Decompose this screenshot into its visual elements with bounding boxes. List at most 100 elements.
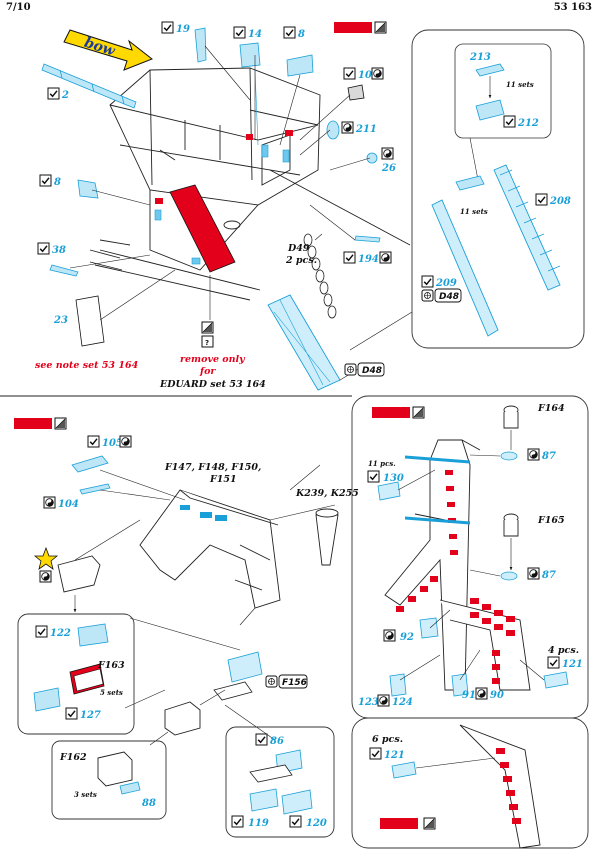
label-19: 19 xyxy=(176,24,190,35)
box-part xyxy=(164,701,201,736)
f156-tag: F156 xyxy=(265,674,308,689)
f162-box xyxy=(97,751,133,787)
label-88: 88 xyxy=(142,798,156,809)
sets-a: 11 sets xyxy=(506,80,534,89)
paint-icon xyxy=(54,417,67,430)
mast-part xyxy=(315,514,339,566)
ladder-208 xyxy=(493,164,561,291)
red-bracket-c xyxy=(246,134,253,140)
yinyang-icon-124 xyxy=(377,694,390,707)
label-8-top: 8 xyxy=(298,29,305,40)
check-icon-130 xyxy=(367,470,380,483)
pe-part-194 xyxy=(354,235,381,243)
label-209: 209 xyxy=(435,278,457,289)
note-eduard-set: EDUARD set 53 164 xyxy=(159,379,266,390)
note-for: for xyxy=(199,366,216,377)
check-icon-127 xyxy=(65,707,78,720)
label-211: 211 xyxy=(355,124,377,135)
yinyang-icon-26 xyxy=(381,147,394,160)
paint-icon xyxy=(374,21,387,34)
inset-f162-frame xyxy=(51,740,167,820)
check-icon-105 xyxy=(87,435,100,448)
check-icon-2 xyxy=(47,87,60,100)
yinyang-icon-92 xyxy=(383,629,396,642)
check-icon-194 xyxy=(343,251,356,264)
yinyang-icon-10 xyxy=(371,67,384,80)
pe-part-92 xyxy=(419,617,439,639)
label-121-b: 121 xyxy=(384,750,405,761)
d48-inset-label: D48 xyxy=(439,292,459,302)
inset-ladder-frame xyxy=(411,29,585,349)
yinyang-icon-194 xyxy=(379,251,392,264)
pe-part-122 xyxy=(77,623,109,647)
bow-arrow: bow xyxy=(63,29,153,71)
label-208: 208 xyxy=(549,196,571,207)
count-6pcs: 6 pcs. xyxy=(372,734,403,745)
mast-top xyxy=(315,508,339,518)
pe-strip-2 xyxy=(41,63,137,109)
red-bracket-a xyxy=(155,198,163,204)
set-code: 53 163 xyxy=(553,2,592,13)
check-icon-14 xyxy=(233,26,246,39)
detail-icon xyxy=(265,675,278,688)
f156-base xyxy=(213,681,253,701)
note-remove-only: remove only xyxy=(180,354,246,365)
check-icon-120 xyxy=(289,815,302,828)
pe-part-211 xyxy=(326,120,340,140)
check-icon-86 xyxy=(255,733,268,746)
ref-f163: F163 xyxy=(97,660,125,671)
page-number: 7/10 xyxy=(6,2,31,13)
label-86: 86 xyxy=(270,736,284,747)
question-mark: ? xyxy=(205,339,209,347)
pe-part-87-b xyxy=(500,571,518,581)
paint-indicator-mid xyxy=(14,417,67,430)
label-23: 23 xyxy=(53,315,68,326)
check-icon-19 xyxy=(161,21,174,34)
label-127: 127 xyxy=(80,710,101,721)
lamp-f165 xyxy=(503,513,519,537)
leader-inset-ladder xyxy=(349,311,413,351)
detail-icon xyxy=(421,289,434,302)
label-123: 123 xyxy=(358,697,379,708)
pe-part-211-plate xyxy=(455,175,485,191)
label-10: 10 xyxy=(358,70,372,81)
label-26: 26 xyxy=(381,163,396,174)
pe-part-209 xyxy=(431,199,499,337)
pe-part-8-top xyxy=(286,54,314,77)
label-194: 194 xyxy=(358,254,379,265)
pe-part-14 xyxy=(239,42,261,68)
pe-part-26 xyxy=(366,152,378,164)
pe-part-120 xyxy=(281,789,313,815)
label-2: 2 xyxy=(61,90,69,101)
label-213: 213 xyxy=(469,52,491,63)
pe-part-121-b xyxy=(391,761,417,779)
ladder-d49-count: 2 pcs. xyxy=(285,255,317,266)
red-bracket-b xyxy=(285,130,293,136)
ref-f164: F164 xyxy=(537,403,565,414)
paint-indicator-right xyxy=(372,406,425,419)
label-104: 104 xyxy=(58,499,79,510)
inset-86-frame xyxy=(225,726,335,838)
check-icon-119 xyxy=(231,815,244,828)
pe-part-119 xyxy=(249,788,279,812)
check-icon-212 xyxy=(503,115,516,128)
check-icon-8-left xyxy=(39,174,52,187)
pe-part-8-left xyxy=(77,179,99,199)
check-icon-8 xyxy=(283,26,296,39)
label-92: 92 xyxy=(400,632,414,643)
deckhouse-drawing xyxy=(89,67,411,301)
paint-icon-remove xyxy=(201,321,214,334)
sets-f163: 5 sets xyxy=(100,688,123,697)
plastic-refs-line2: F151 xyxy=(209,474,237,485)
label-87-b: 87 xyxy=(542,570,556,581)
yinyang-icon-87b xyxy=(527,567,540,580)
note-see-set: see note set 53 164 xyxy=(35,360,138,371)
label-14: 14 xyxy=(248,29,262,40)
refs-k239: K239, K255 xyxy=(295,488,359,499)
ladder-d49-label: D49 xyxy=(287,243,310,254)
check-icon-208 xyxy=(535,193,548,206)
arm-lower xyxy=(404,516,471,525)
d48-tag-inset: D48 xyxy=(421,288,462,303)
pe-part-10 xyxy=(347,84,365,101)
